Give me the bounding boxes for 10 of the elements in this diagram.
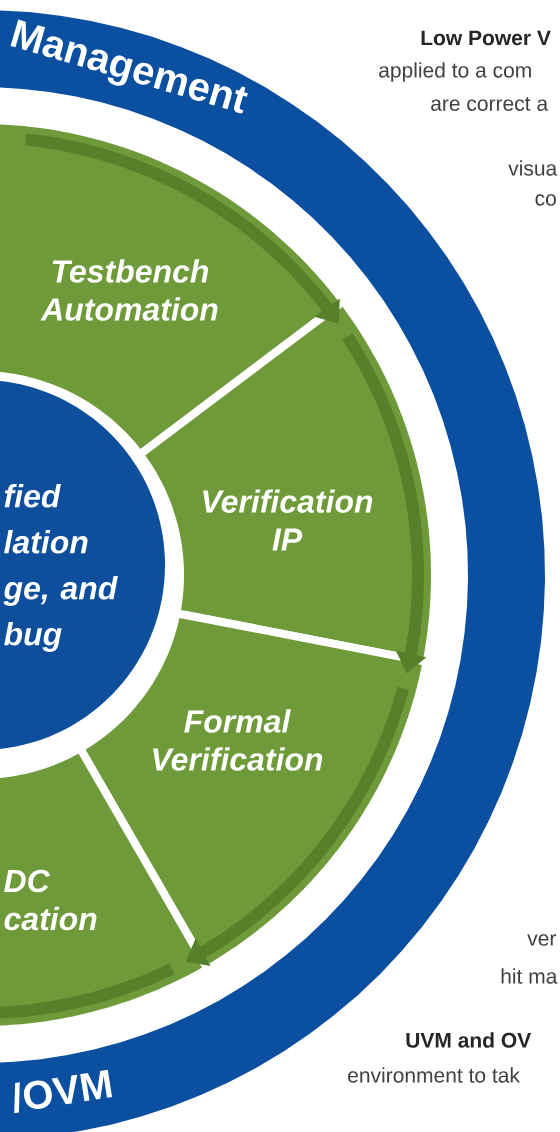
body-text: environment to tak: [348, 1067, 520, 1083]
heading-text: UVM and OV: [406, 1032, 532, 1048]
ring-label: /OVM: [14, 1069, 113, 1114]
body-text: co: [535, 194, 556, 206]
body-text: ver: [527, 934, 557, 946]
heading-text: Low Power V: [421, 30, 551, 46]
body-text: visua: [508, 160, 558, 176]
body-text: applied to a com: [379, 62, 531, 82]
body-text: are correct a: [431, 97, 549, 111]
body-text: hit ma: [501, 968, 558, 984]
